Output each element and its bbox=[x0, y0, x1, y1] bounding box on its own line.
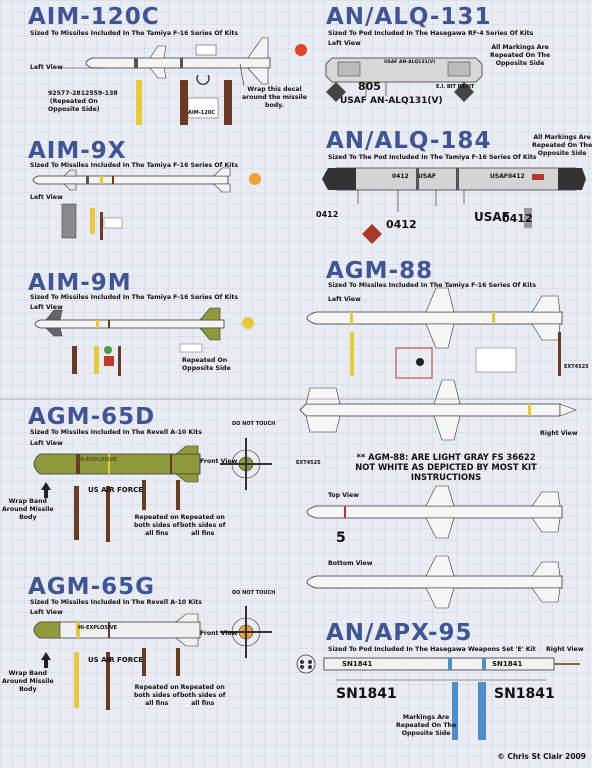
alq131-pod-text: USAF AN-ALQ131(V) bbox=[384, 60, 436, 65]
agm65d-do-not-touch-top: DO NOT TOUCH bbox=[232, 421, 276, 427]
agm65g-subtitle: Sized To Missiles Included In The Revell… bbox=[30, 599, 202, 606]
alq131-all-markings-note: All Markings Are Repeated On The Opposit… bbox=[490, 44, 551, 67]
agm65d-missile-drawing bbox=[33, 438, 272, 542]
apx95-right-view-label: Right View bbox=[546, 646, 584, 653]
sheet-fold-line bbox=[0, 398, 592, 400]
agm88-code-b: EXT4525 bbox=[296, 460, 321, 466]
apx95-title: AN/APX-95 bbox=[326, 620, 473, 646]
aim9x-subtitle: Sized To Missiles Included In The Tamiya… bbox=[30, 162, 239, 169]
apx95-sn-big-right: SN1841 bbox=[494, 686, 555, 702]
aim9m-repeated-note: Repeated On Opposite Side bbox=[182, 357, 231, 372]
apx95-section: AN/APX-95 Sized To Pod Included In The H… bbox=[296, 618, 592, 748]
agm65g-missile-drawing bbox=[33, 606, 272, 710]
agm65g-wrap-note: Wrap Band Around Missile Body bbox=[2, 670, 54, 693]
agm65g-section: AGM-65G Sized To Missiles Included In Th… bbox=[0, 572, 296, 742]
aim120c-missile-drawing bbox=[60, 37, 307, 125]
agm88-number: 5 bbox=[336, 530, 346, 546]
apx95-sn-big-left: SN1841 bbox=[336, 686, 397, 702]
apx95-sn-small-right: SN1841 bbox=[492, 660, 523, 668]
aim120c-subtitle: Sized To Missiles Included In The Tamiya… bbox=[30, 30, 239, 37]
aim120c-stencil: AIM-120C bbox=[188, 110, 215, 116]
alq184-code-large-right: 0412 bbox=[502, 212, 533, 225]
aim9x-left-view-label: Left View bbox=[30, 194, 63, 201]
agm88-title: AGM-88 bbox=[326, 258, 434, 284]
aim120c-wrap-note: Wrap this decal around the missile body. bbox=[242, 86, 307, 109]
alq131-number: 805 bbox=[358, 80, 381, 93]
agm88-left-view-label: Left View bbox=[328, 296, 361, 303]
aim9m-missile-drawing bbox=[34, 307, 254, 376]
apx95-pod-drawing bbox=[296, 654, 580, 740]
agm88-color-note: ** AGM-88: ARE LIGHT GRAY FS 36622 NOT W… bbox=[355, 452, 537, 483]
alq131-pod-drawing bbox=[325, 57, 483, 102]
alq184-pod-drawing bbox=[322, 167, 586, 244]
apx95-markings-note: Markings Are Repeated On The Opposite Si… bbox=[396, 714, 457, 737]
alq184-code-side: 0412 bbox=[316, 210, 339, 219]
agm88-code-a: EXT4525 bbox=[564, 364, 589, 370]
aim120c-repeated-note: (Repeated On Opposite Side) bbox=[48, 98, 100, 113]
aim9x-missile-drawing bbox=[32, 167, 261, 240]
aim120c-title: AIM-120C bbox=[28, 4, 160, 30]
apx95-subtitle: Sized To Pod Included In The Hasegawa We… bbox=[328, 646, 536, 653]
agm65d-section: AGM-65D Sized To Missiles Included In Th… bbox=[0, 402, 296, 562]
agm65g-hi-explosive: HI-EXPLOSIVE bbox=[78, 625, 118, 631]
agm65g-title: AGM-65G bbox=[28, 574, 155, 600]
aim9m-subtitle: Sized To Missiles Included In The Tamiya… bbox=[30, 294, 239, 301]
alq184-code-a: 0412 bbox=[392, 173, 409, 180]
alq184-code-large-left: 0412 bbox=[386, 218, 417, 231]
agm65g-left-view-label: Left View bbox=[30, 609, 63, 616]
agm88-right-view-label: Right View bbox=[540, 430, 578, 437]
agm88-left-view-drawing bbox=[299, 287, 577, 609]
alq131-subtitle: Sized To Pod Included In The Hasegawa RF… bbox=[328, 30, 534, 37]
agm65d-wrap-note: Wrap Band Around Missile Body bbox=[2, 498, 54, 521]
agm65g-repeated-fins-b: Repeated on both sides of all fins bbox=[180, 684, 226, 707]
aim120c-left-view-label: Left View bbox=[30, 64, 63, 71]
aim9m-section: AIM-9M Sized To Missiles Included In The… bbox=[0, 264, 296, 384]
agm65d-left-view-label: Left View bbox=[30, 440, 63, 447]
aim9x-section: AIM-9X Sized To Missiles Included In The… bbox=[0, 132, 296, 252]
agm65d-hi-explosive: HI-EXPLOSIVE bbox=[78, 457, 118, 463]
alq131-left-view-label: Left View bbox=[328, 40, 361, 47]
alq184-usaf-b: USAF bbox=[490, 173, 508, 180]
agm65d-subtitle: Sized To Missiles Included In The Revell… bbox=[30, 429, 202, 436]
aim9x-title: AIM-9X bbox=[28, 138, 127, 164]
agm88-section: AGM-88 Sized To Missiles Included In The… bbox=[296, 256, 592, 616]
agm65d-repeated-fins-a: Repeated on both sides of all fins bbox=[134, 514, 180, 537]
alq184-subtitle: Sized To The Pod Included In The Tamiya … bbox=[328, 154, 537, 161]
agm65g-front-view-label: Front View bbox=[200, 630, 238, 637]
agm88-bottom-view-label: Bottom View bbox=[328, 560, 373, 567]
agm65d-front-view-label: Front View bbox=[200, 458, 238, 465]
agm88-top-view-label: Top View bbox=[328, 492, 359, 499]
agm65g-repeated-fins-a: Repeated on both sides of all fins bbox=[134, 684, 180, 707]
agm65g-us-air-force: US AIR FORCE bbox=[88, 656, 144, 664]
aim120c-section: AIM-120C Sized To Missiles Included In T… bbox=[0, 0, 307, 130]
apx95-sn-small-left: SN1841 bbox=[342, 660, 373, 668]
agm65d-repeated-fins-b: Repeated on both sides of all fins bbox=[180, 514, 226, 537]
alq184-code-b: 0412 bbox=[508, 173, 525, 180]
agm65g-do-not-touch-top: DO NOT TOUCH bbox=[232, 590, 276, 596]
alq184-usaf-large: USAF bbox=[474, 210, 510, 224]
alq184-title: AN/ALQ-184 bbox=[326, 128, 492, 154]
alq184-all-markings-note: All Markings Are Repeated On The Opposit… bbox=[532, 134, 592, 157]
agm65d-us-air-force: US AIR FORCE bbox=[88, 486, 144, 494]
agm88-subtitle: Sized To Missiles Included In The Tamiya… bbox=[328, 282, 537, 289]
aim9m-left-view-label: Left View bbox=[30, 304, 63, 311]
alq131-title: AN/ALQ-131 bbox=[326, 4, 492, 30]
alq131-usaf-label: USAF AN-ALQ131(V) bbox=[340, 96, 443, 106]
alq131-ei-text: E.I. BIT PS/HT bbox=[436, 84, 475, 90]
agm65d-title: AGM-65D bbox=[28, 404, 156, 430]
aim120c-serial: 92577-2812559-138 bbox=[48, 90, 118, 97]
copyright: © Chris St Clair 2009 bbox=[497, 752, 586, 761]
alq184-usaf-a: USAF bbox=[418, 173, 436, 180]
alq184-section: AN/ALQ-184 Sized To The Pod Included In … bbox=[296, 126, 592, 254]
alq131-section: AN/ALQ-131 Sized To Pod Included In The … bbox=[296, 0, 592, 128]
aim9m-title: AIM-9M bbox=[28, 270, 132, 296]
